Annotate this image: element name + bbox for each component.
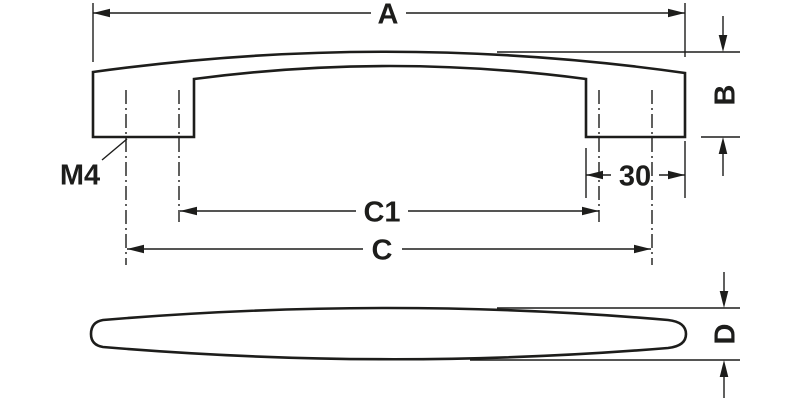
m4-label: M4: [60, 160, 100, 192]
dim-a-arrow-right: [668, 8, 685, 18]
dim-30-label: 30: [619, 161, 651, 193]
dimension-a: A: [92, 0, 686, 62]
handle-side-view: [89, 306, 688, 361]
dimension-c1: C1: [180, 197, 599, 229]
dimension-c: C: [127, 235, 651, 267]
dim-c-arrow-left: [127, 244, 144, 254]
handle-front-view: [91, 50, 687, 265]
dim-c1-arrow-left: [180, 206, 197, 216]
dimension-d: D: [470, 272, 742, 398]
thread-callout: M4: [60, 138, 128, 192]
dim-c-arrow-right: [634, 244, 651, 254]
dim-d-arrow-bottom: [719, 360, 729, 377]
dim-30-arrow-left: [586, 170, 603, 180]
m4-leader-line: [101, 138, 128, 161]
handle-side-profile-outline: [89, 306, 688, 361]
dim-c-label: C: [372, 235, 393, 267]
dim-c1-label: C1: [363, 197, 400, 229]
dim-30-arrow-right: [668, 170, 685, 180]
dim-d-label: D: [710, 324, 742, 345]
dim-d-arrow-top: [719, 291, 729, 308]
handle-outline: [91, 50, 687, 139]
dim-b-arrow-top: [718, 35, 728, 52]
dimension-foot-width: 30: [585, 141, 686, 198]
dim-c1-arrow-right: [582, 206, 599, 216]
dim-b-arrow-bottom: [718, 137, 728, 154]
dim-a-label: A: [378, 0, 399, 31]
dim-a-arrow-left: [93, 8, 110, 18]
dimension-b: B: [497, 16, 742, 176]
dim-b-label: B: [710, 85, 742, 106]
